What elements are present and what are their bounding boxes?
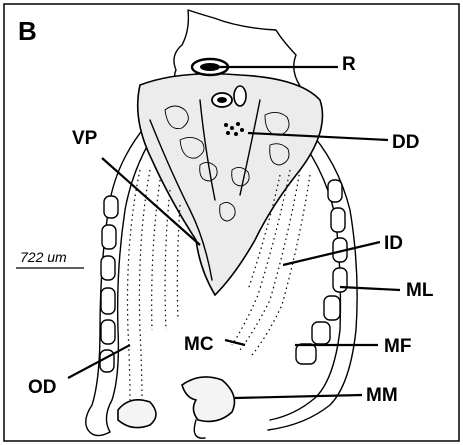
label-mm: MM	[366, 385, 398, 406]
bottom-left-mass	[118, 400, 156, 428]
label-id: ID	[384, 233, 403, 254]
label-r: R	[342, 54, 356, 75]
label-dd: DD	[392, 132, 419, 153]
panel-label: B	[18, 16, 37, 46]
label-mf: MF	[384, 336, 411, 357]
scale-bar-label: 722 um	[20, 249, 67, 265]
label-ml: ML	[406, 280, 434, 301]
label-mc: MC	[184, 334, 214, 355]
label-vp: VP	[72, 128, 98, 149]
label-od: OD	[28, 377, 57, 398]
